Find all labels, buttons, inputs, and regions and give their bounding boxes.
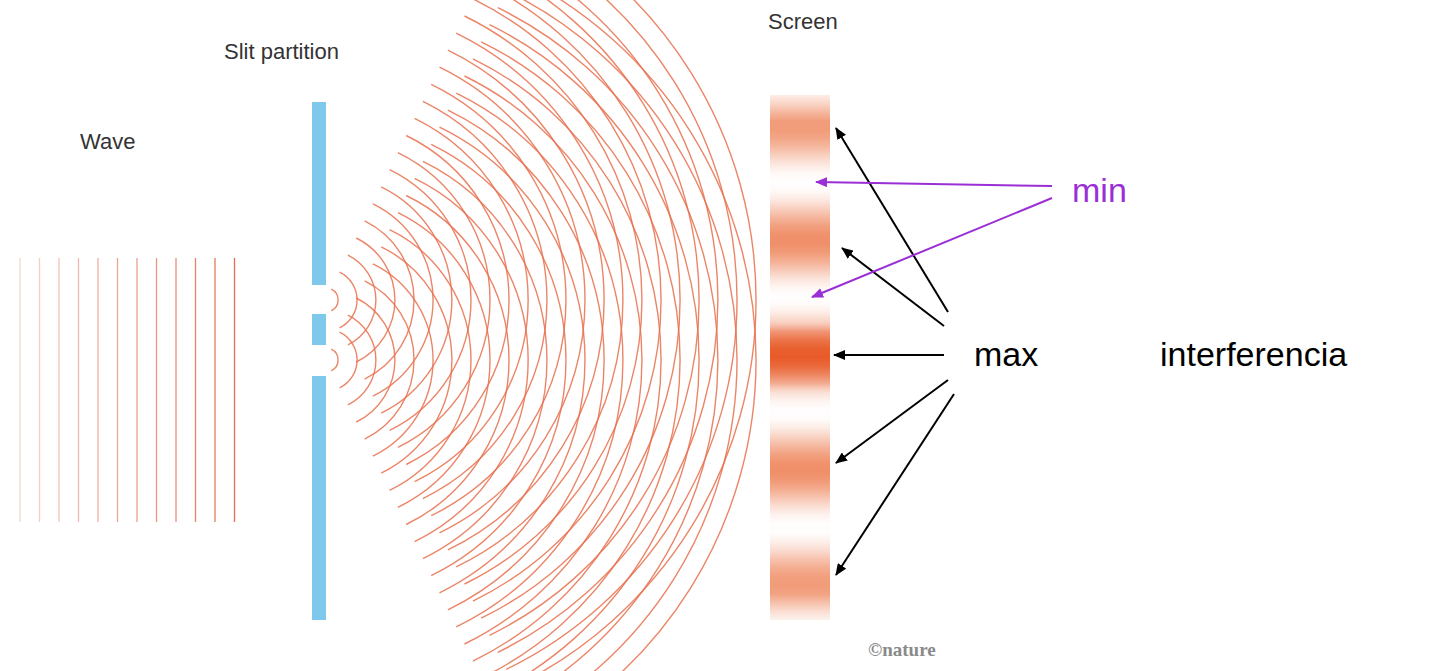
min-label: min (1072, 172, 1127, 209)
wave-front (415, 118, 529, 481)
wave-front (156, 258, 157, 522)
wave-front (348, 255, 376, 345)
plane-wave-fronts (20, 258, 235, 522)
wave-front (431, 144, 566, 575)
wave-front (136, 258, 137, 522)
wave-front (340, 332, 357, 388)
wave-front (481, 42, 680, 671)
part-label: Wave (80, 130, 135, 154)
wave-front (214, 258, 215, 522)
wave-front (348, 315, 376, 405)
wave-front (331, 289, 338, 311)
watermark: ©nature (868, 640, 936, 661)
part-label: Slit partition (224, 40, 339, 64)
leader-line (816, 182, 1052, 186)
wave-front (19, 258, 20, 522)
partition-bar (312, 102, 326, 285)
wave-front (423, 161, 547, 558)
wave-front (515, 0, 757, 671)
part-label: Screen (768, 10, 838, 34)
wave-front (515, 0, 757, 671)
min-leader-lines (812, 182, 1052, 297)
wave-front (473, 0, 661, 601)
wave-front (373, 204, 433, 396)
wave-front (440, 127, 585, 593)
wave-front (448, 50, 604, 550)
leader-line (812, 198, 1052, 297)
partition-bar (312, 314, 326, 345)
wave-front (398, 213, 490, 508)
leader-line (836, 394, 954, 575)
wave-front (490, 25, 700, 671)
wave-front (97, 258, 98, 522)
wave-front (39, 258, 40, 522)
wave-front (117, 258, 118, 522)
wave-front (356, 238, 395, 362)
wave-front (78, 258, 79, 522)
leader-line (834, 354, 944, 356)
wave-front (423, 101, 547, 498)
wave-front (415, 178, 529, 541)
wave-front (365, 281, 414, 439)
circular-wave-fronts (331, 0, 756, 671)
leader-line (836, 380, 948, 463)
screen-band (770, 95, 830, 620)
wave-front (448, 110, 604, 610)
wave-front (381, 247, 452, 473)
max-leader-lines (834, 128, 954, 575)
leader-line (842, 248, 944, 326)
max-label: max (974, 336, 1038, 373)
slit-partition (312, 102, 326, 620)
wave-front (465, 76, 642, 644)
wave-front (390, 230, 471, 491)
wave-front (473, 59, 661, 661)
leader-line (836, 128, 948, 312)
partition-bar (312, 376, 326, 620)
wave-front (195, 258, 196, 522)
wave-front (356, 298, 395, 422)
wave-front (373, 264, 433, 456)
wave-front (331, 349, 338, 371)
wave-front (58, 258, 59, 522)
wave-front (506, 0, 737, 671)
wave-front (406, 196, 509, 525)
wave-front (365, 221, 414, 379)
wave-front (465, 16, 642, 584)
wave-front (234, 258, 235, 522)
wave-front (456, 93, 623, 627)
wave-front (490, 0, 700, 635)
wave-front (175, 258, 176, 522)
wave-front (498, 8, 718, 671)
note-label: interferencia (1160, 336, 1347, 373)
wave-front (498, 0, 718, 652)
